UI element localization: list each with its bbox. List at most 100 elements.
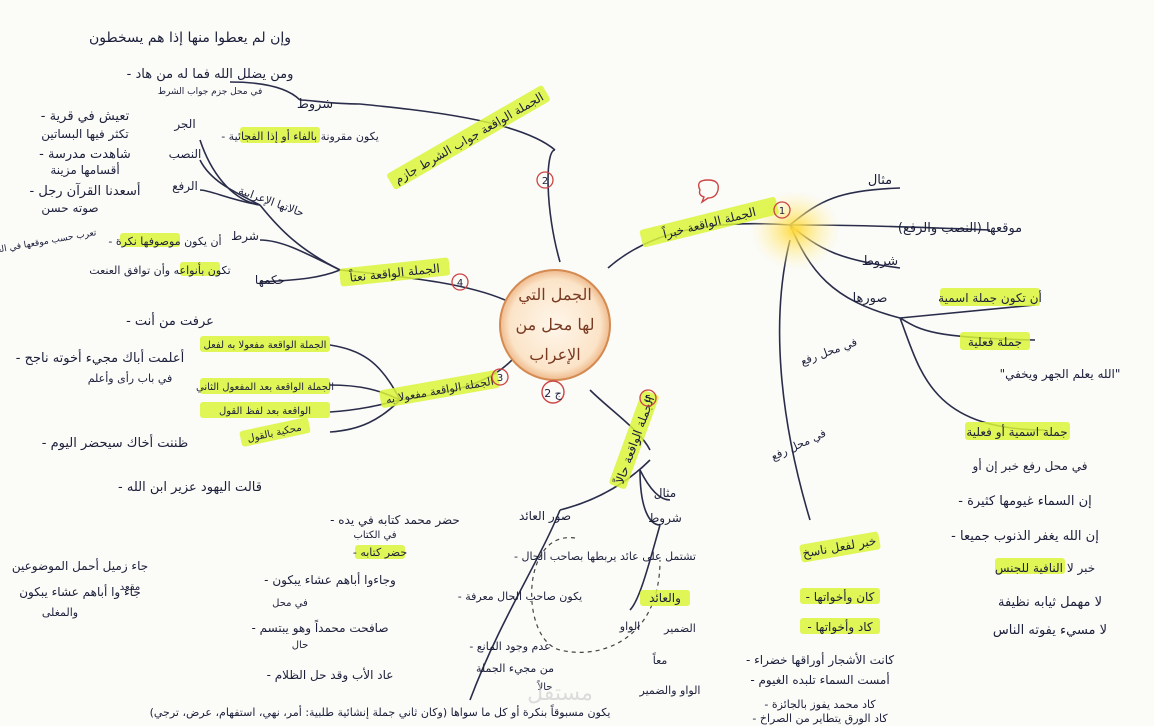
- hal-left-4: والمغلى: [42, 606, 78, 619]
- mafoul-item2-highlight: [200, 378, 330, 394]
- naat-shart: شرط: [231, 229, 259, 244]
- branch-jawab: الجملة الواقعة جواب الشرط جازم 2 شروط - …: [89, 30, 554, 190]
- hal-cond1: - تشتمل على عائد يربطها بصاحب الحال: [514, 550, 696, 563]
- branch-jawab-num-circle: [536, 171, 554, 189]
- hal-ex-b-highlight: [355, 545, 405, 559]
- hal-aid-3: معاً: [652, 652, 667, 667]
- jawab-rule: - يكون مقرونة بالفاء أو إذا الفجائية: [221, 129, 379, 143]
- branch-khabar-num-circle: [773, 201, 791, 219]
- hal-ex-a: - حضر محمد كتابه في يده: [330, 513, 460, 528]
- khabar-kana-ex1: - كانت الأشجار أوراقها خضراء: [746, 652, 894, 668]
- branch-hal: الجملة الواقعة حالاً 5 مثال شروط صور الع…: [12, 389, 700, 719]
- hal-aid-highlight: [640, 590, 690, 606]
- naat-jar: الجر: [173, 117, 195, 132]
- naat-nasb-ex2: أقسامها مزينة: [50, 162, 119, 178]
- mafoul-item-1: الجملة الواقعة مفعولا به لفعل: [204, 340, 327, 351]
- kana1-highlight: [800, 588, 880, 604]
- naat-nasb-ex: - شاهدت مدرسة: [39, 147, 131, 162]
- mafoul-ex3: - قالت اليهود عزير ابن الله: [118, 480, 262, 495]
- branch-mafoul-num-circle: [491, 368, 509, 386]
- hal-aid-2: الواو: [619, 620, 640, 633]
- la-highlight: [995, 558, 1065, 574]
- hal-conditions: شروط: [648, 511, 682, 526]
- hal-ex-e: - عاد الأب وقد حل الظلام: [267, 667, 394, 683]
- hal-cond4: من مجيء الجملة: [476, 662, 554, 675]
- naat-shart-highlight: [120, 233, 180, 247]
- branch-naat-num-circle: [451, 273, 469, 291]
- lower-highlight: [799, 531, 881, 563]
- branch-naat-highlight: [339, 257, 451, 287]
- mafoul-item1-highlight: [200, 336, 330, 352]
- naat-hukm-text: تكون بأنواعه وأن توافق العنعت: [89, 262, 230, 278]
- form1-highlight: [940, 288, 1040, 306]
- jawab-ex-note: في محل جزم جواب الشرط: [158, 87, 263, 97]
- naat-nasb: النصب: [169, 147, 202, 161]
- center-line3: الإعراب: [529, 345, 580, 364]
- branch-mafoul-highlight: [379, 370, 500, 408]
- hal-left-3: جاء وا أباهم عشاء يبكون: [19, 584, 141, 600]
- hal-cond3: - عدم وجود المانع: [469, 640, 550, 653]
- naat-jar-ex1: - تعيش في قرية: [41, 109, 130, 124]
- khabar-example: مثال: [868, 173, 892, 188]
- branch-hal-num: 5: [645, 394, 651, 405]
- center-number-circle: [541, 380, 565, 404]
- khabar-form-2: جملة فعلية: [968, 335, 1022, 349]
- hal-example: مثال: [654, 486, 676, 500]
- hal-ex-b: - حضر كتابه: [353, 546, 407, 559]
- khabar-quote: "الله يعلم الجهر ويخفي": [1000, 367, 1121, 382]
- naat-side: تعرب حسب موقعها في الجملة: [0, 228, 98, 258]
- speech-bubble-icon: [697, 179, 719, 204]
- mafoul-ex1: - أعلمت أباك مجيء أخوته ناجح: [16, 349, 184, 366]
- khabar-forms: صورها: [853, 291, 888, 306]
- khabar-kana-2: - كاد وأخواتها: [807, 619, 873, 635]
- branch-khabar: الجملة الواقعة خبراً 1 مثال (النصب والرف…: [639, 173, 1120, 725]
- form2-highlight: [960, 332, 1030, 350]
- branch-mafoul: الجملة الواقعة مفعولا به 3 - عرفت من أنت…: [16, 312, 509, 495]
- hal-ex-c2: في محل: [272, 598, 308, 609]
- branch-jawab-num: 2: [542, 176, 548, 187]
- kana2-highlight: [800, 618, 880, 634]
- khabar-lower: خبر لفعل ناسخ: [801, 534, 877, 562]
- branch-khabar-highlight: [639, 197, 779, 248]
- watermark: مستقل: [527, 681, 593, 706]
- naat-raf-ex: - أسعدنا القرآن رجل: [30, 182, 141, 199]
- naat-raf-ex2: صوته حسن: [41, 201, 98, 216]
- khabar-form-3: جملة اسمية أو فعلية: [966, 424, 1067, 440]
- jawab-rule-highlight: [240, 127, 320, 143]
- connector-lines: [199, 81, 1046, 701]
- center-node: [499, 269, 611, 381]
- naat-jar-ex2: تكثر فيها البساتين: [41, 127, 128, 142]
- form3-highlight: [965, 422, 1070, 440]
- mafoul-head: - عرفت من أنت: [126, 312, 214, 329]
- khabar-kana-ex4: - كاد الورق يتطاير من الصراخ: [752, 712, 888, 725]
- hal-forms: صور العائد: [519, 509, 571, 524]
- khabar-la-1: لا مهمل ثيابه نظيفة: [998, 595, 1102, 610]
- naat-hukm-highlight: [180, 262, 220, 276]
- khabar-case: (النصب والرفع) موقعها: [898, 221, 1022, 236]
- branch-jawab-label: الجملة الواقعة جواب الشرط جازم: [392, 90, 547, 188]
- jawab-cond: شروط: [297, 97, 333, 112]
- khabar-raf-note: في محل رفع خبر إن أو: [972, 458, 1088, 474]
- mafoul-ex2: - ظننت أخاك سيحضر اليوم: [42, 434, 188, 451]
- center-number: ج 2: [544, 387, 562, 400]
- khabar-ex1: - إن السماء غيومها كثيرة: [958, 494, 1092, 509]
- branch-mafoul-num: 3: [497, 373, 503, 384]
- jawab-top: وإن لم يعطوا منها إذا هم يسخطون: [89, 30, 291, 46]
- branch-naat-num: 4: [457, 278, 463, 289]
- center-line2: لها محل من: [515, 315, 594, 334]
- jawab-ex: - ومن يضلل الله فما له من هاد: [127, 67, 294, 82]
- branch-hal-highlight: [609, 390, 659, 489]
- hal-bottom: (وكان ثاني جملة إنشائية طلبية: أمر، نهي،…: [150, 704, 611, 719]
- naat-hukm: حكمها: [255, 273, 285, 287]
- khabar-in-raf-1: في محل رفع: [799, 335, 859, 367]
- khabar-ex2: - إن الله يغفر الذنوب جميعا: [951, 529, 1099, 544]
- branch-jawab-highlight: [387, 85, 550, 190]
- hal-ex-c: - وجاءوا أباهم عشاء يبكون: [264, 572, 396, 588]
- mafoul-item-3: الواقعة بعد لفظ القول: [219, 406, 311, 417]
- khabar-in-raf-2: في محل رفع: [769, 426, 828, 463]
- mafoul-item4-highlight: [239, 417, 311, 447]
- branch-khabar-num: 1: [779, 206, 785, 217]
- hal-ex-d: - صافحت محمداً وهو يبتسم: [251, 619, 388, 636]
- naat-shart-text: - أن يكون موصوفها نكرة: [108, 234, 221, 248]
